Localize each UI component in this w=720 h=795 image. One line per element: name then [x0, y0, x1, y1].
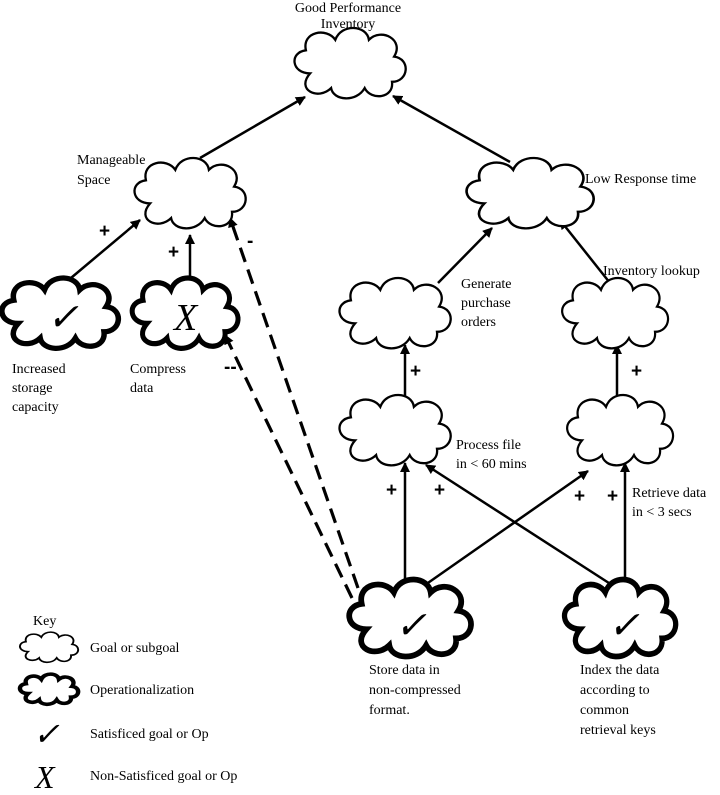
links	[64, 94, 630, 587]
sign-plus-store-retrieve: +	[574, 486, 585, 507]
label-manageable-space: Space	[77, 173, 110, 188]
legend-operationalization-icon	[20, 674, 78, 704]
label-compress-data: data	[130, 381, 154, 396]
goal-manageable-space	[133, 156, 247, 230]
link-lowresponse-to-good	[392, 94, 511, 164]
link-increased-to-manageable	[64, 219, 141, 284]
label-increased-storage: storage	[12, 381, 52, 396]
label-low-response: Low Response time	[585, 172, 696, 187]
legend-operationalization-label: Operationalization	[90, 683, 194, 698]
sign-plus-store-process: +	[386, 480, 397, 501]
link-inventory-to-lowresponse	[559, 219, 611, 284]
goal-process-file	[338, 393, 452, 467]
label-index-data: retrieval keys	[580, 723, 656, 738]
check-icon: ✓	[608, 605, 640, 647]
label-store-data: non-compressed	[369, 683, 461, 698]
label-inventory-lookup: Inventory lookup	[603, 264, 700, 279]
legend-non-satisficed-label: Non-Satisficed goal or Op	[90, 769, 237, 784]
label-generate-purchase: Generate	[461, 277, 512, 292]
sign-minus-store-compress: --	[224, 357, 237, 378]
link-generate-to-lowresponse	[437, 227, 493, 284]
link-manageable-to-good	[199, 95, 306, 160]
marks: ✓ X ✓ ✓	[47, 297, 640, 647]
label-retrieve-data: Retrieve data	[632, 486, 707, 501]
label-process-file: in < 60 mins	[456, 457, 527, 472]
check-icon: ✓	[395, 605, 427, 647]
goal-low-response	[465, 156, 595, 230]
legend-satisficed-label: Satisficed goal or Op	[90, 727, 209, 742]
label-index-data: common	[580, 703, 629, 718]
label-retrieve-data: in < 3 secs	[632, 505, 692, 520]
negative-links	[223, 217, 360, 599]
sign-plus-increased: +	[99, 221, 110, 242]
cross-icon: X	[172, 297, 199, 339]
label-index-data: Index the data	[580, 663, 660, 678]
sign-plus-retrieve-inventory: +	[631, 361, 642, 382]
link-store-to-compress-negative	[223, 334, 354, 599]
label-generate-purchase: purchase	[461, 296, 511, 311]
label-generate-purchase: orders	[461, 315, 496, 330]
goal-generate-purchase	[338, 276, 452, 350]
sign-plus-compress: +	[168, 242, 179, 263]
label-manageable-space: Manageable	[77, 153, 145, 168]
label-compress-data: Compress	[130, 362, 186, 377]
label-process-file: Process file	[456, 438, 521, 453]
cross-icon: X	[33, 759, 56, 795]
link-index-to-process	[425, 463, 613, 587]
goal-inventory-lookup	[560, 276, 670, 350]
sign-plus-index-retrieve: +	[607, 486, 618, 507]
check-icon: ✓	[33, 716, 60, 752]
sign-plus-process-generate: +	[410, 361, 421, 382]
legend-title: Key	[33, 614, 56, 629]
node-labels: Good Performance Inventory Manageable Sp…	[12, 1, 707, 738]
legend-goal-icon	[18, 631, 80, 664]
label-good-performance: Good Performance	[295, 1, 401, 16]
sign-plus-index-process: +	[434, 480, 445, 501]
check-icon: ✓	[47, 297, 79, 339]
label-store-data: format.	[369, 703, 410, 718]
label-store-data: Store data in	[369, 663, 440, 678]
legend-goal-label: Goal or subgoal	[90, 641, 180, 656]
label-index-data: according to	[580, 683, 650, 698]
legend: Key Goal or subgoal Operationalization ✓…	[20, 614, 237, 795]
goal-retrieve-data	[565, 393, 675, 467]
label-good-performance: Inventory	[321, 17, 375, 32]
link-store-to-retrieve	[424, 469, 589, 587]
goal-good-performance	[293, 26, 407, 100]
sign-minus-store-manageable: -	[247, 231, 253, 252]
link-store-to-manageable-negative	[228, 217, 360, 589]
signs: + + - -- + + + + + +	[99, 221, 642, 507]
label-increased-storage: capacity	[12, 400, 59, 415]
label-increased-storage: Increased	[12, 362, 66, 377]
